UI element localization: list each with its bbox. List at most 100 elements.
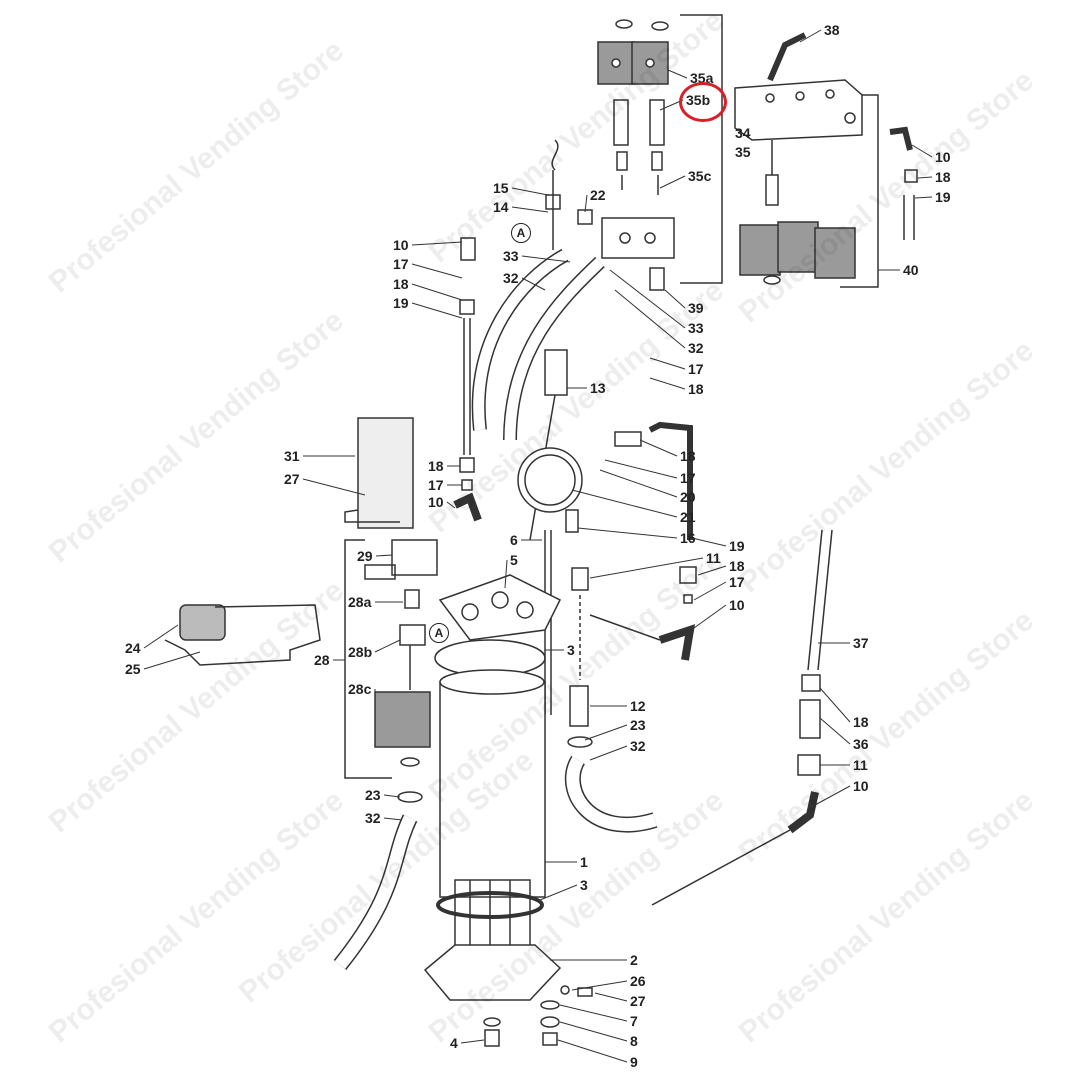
callout-label-22: 22 (590, 187, 606, 203)
callout-label-32: 32 (688, 340, 704, 356)
leader-line (604, 459, 678, 479)
distribution-block (601, 217, 675, 259)
callout-label-21: 21 (680, 509, 696, 525)
callout-label-18: 18 (393, 276, 409, 292)
leader-line (559, 1004, 628, 1022)
callout-label-10: 10 (935, 149, 951, 165)
callout-label-3: 3 (567, 642, 575, 658)
callout-label-28: 28 (314, 652, 330, 668)
callout-label-35: 35 (735, 144, 751, 160)
leader-line (609, 269, 686, 329)
callout-label-34: 34 (735, 125, 751, 141)
manifold-block (734, 79, 863, 141)
leader-line (411, 241, 463, 246)
callout-label-18: 18 (428, 458, 444, 474)
callout-label-5: 5 (510, 552, 518, 568)
callout-label-16: 16 (680, 530, 696, 546)
pressure-gauge (517, 447, 583, 513)
leader-line (599, 469, 678, 498)
callout-label-11: 11 (853, 757, 868, 773)
leader-line (693, 604, 727, 629)
leader-line (594, 992, 628, 1002)
callout-label-33: 33 (503, 248, 519, 264)
leader-line (664, 289, 686, 309)
callout-label-18: 18 (935, 169, 951, 185)
callout-label-36: 36 (853, 736, 869, 752)
callout-label-32: 32 (630, 738, 646, 754)
leader-line (557, 1039, 628, 1063)
highlight-circle (679, 82, 727, 122)
leader-line (460, 1039, 485, 1044)
leader-line (693, 581, 727, 601)
callout-label-35c: 35c (688, 168, 712, 184)
callout-label-4: 4 (450, 1035, 458, 1051)
solenoid-pair-35a (597, 41, 669, 85)
leader-line (649, 357, 686, 370)
leader-line (584, 194, 588, 213)
callout-label-18: 18 (853, 714, 869, 730)
callout-label-9: 9 (630, 1054, 638, 1070)
connection-marker-A: A (429, 623, 449, 643)
callout-label-8: 8 (630, 1033, 638, 1049)
leader-line (411, 302, 463, 319)
leader-line (589, 745, 628, 761)
leader-line (914, 196, 933, 199)
leader-line (302, 478, 366, 496)
leader-line (143, 624, 179, 649)
boiler-cylinder (439, 681, 546, 898)
callout-label-2: 2 (630, 952, 638, 968)
bracket-28 (344, 539, 392, 779)
callout-label-31: 31 (284, 448, 300, 464)
callout-label-35a: 35a (690, 70, 714, 86)
leader-line (143, 651, 201, 670)
bracket-34-35 (680, 14, 723, 284)
callout-label-27: 27 (630, 993, 646, 1009)
leader-line (539, 884, 578, 901)
callout-label-17: 17 (688, 361, 704, 377)
callout-label-39: 39 (688, 300, 704, 316)
callout-label-12: 12 (630, 698, 646, 714)
leader-line (504, 559, 508, 589)
leader-line (614, 289, 686, 349)
callout-label-6: 6 (510, 532, 518, 548)
callout-label-27: 27 (284, 471, 300, 487)
check-valve-13 (544, 349, 568, 396)
leader-line (814, 785, 851, 806)
callout-label-28c: 28c (348, 681, 372, 697)
callout-label-19: 19 (729, 538, 745, 554)
leader-line (383, 794, 401, 798)
callout-label-10: 10 (393, 237, 409, 253)
leader-line (697, 565, 727, 576)
callout-label-33: 33 (688, 320, 704, 336)
callout-label-26: 26 (630, 973, 646, 989)
leader-line (521, 277, 546, 291)
leader-line (819, 717, 851, 745)
leader-line (649, 377, 686, 390)
leader-line (639, 439, 678, 457)
callout-label-10: 10 (853, 778, 869, 794)
callout-label-29: 29 (357, 548, 373, 564)
bracket-40 (840, 94, 879, 288)
callout-label-3: 3 (580, 877, 588, 893)
callout-label-37: 37 (853, 635, 869, 651)
callout-label-32: 32 (365, 810, 381, 826)
callout-label-18: 18 (729, 558, 745, 574)
callout-label-15: 15 (493, 180, 509, 196)
bracket-31 (357, 417, 414, 529)
callout-label-25: 25 (125, 661, 141, 677)
leader-line (383, 817, 403, 821)
leader-line (691, 537, 727, 547)
leader-line (511, 206, 549, 213)
leader-line (659, 175, 686, 189)
callout-label-40: 40 (903, 262, 919, 278)
leader-line (521, 255, 571, 263)
callout-label-1: 1 (580, 854, 588, 870)
leader-line (917, 176, 933, 179)
callout-label-28b: 28b (348, 644, 373, 660)
plunger-35b (613, 99, 629, 146)
solenoid-block-40 (739, 221, 856, 279)
callout-label-28a: 28a (348, 594, 372, 610)
leader-line (589, 557, 704, 579)
